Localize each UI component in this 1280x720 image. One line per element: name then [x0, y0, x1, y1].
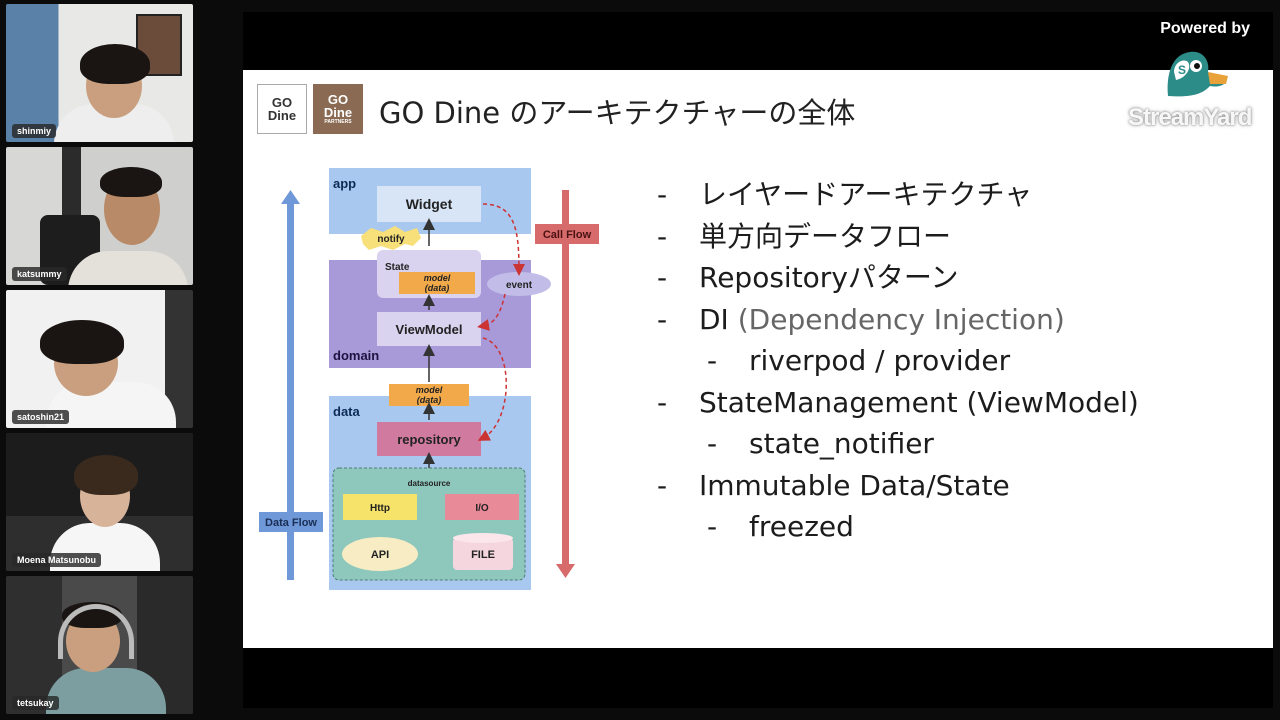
app-layer-label: app [333, 176, 356, 191]
bullet-dash: - [657, 385, 668, 419]
bullet-item: -StateManagement (ViewModel) [657, 382, 1139, 424]
bullet-suffix: (Dependency Injection) [737, 302, 1065, 336]
io-box [445, 494, 519, 520]
file-label: FILE [471, 549, 495, 561]
bullet-text: riverpod / provider [749, 344, 1011, 377]
powered-by-text: Powered by [1160, 20, 1250, 37]
api-cloud [342, 537, 418, 571]
participant-figure [46, 668, 166, 714]
headphones-icon [58, 604, 134, 659]
widget-box [377, 186, 481, 222]
data-flow-label-box [259, 512, 323, 532]
bullet-text: 単方向データフロー [699, 219, 952, 253]
participant-name: satoshin21 [12, 410, 70, 424]
notify-label: notify [377, 234, 405, 245]
api-label: API [371, 549, 389, 561]
bullet-text: DI [699, 302, 729, 336]
domain-layer-label: domain [333, 348, 379, 363]
file-cylinder [453, 538, 513, 570]
state-label: State [385, 262, 410, 273]
model-chip-label: model [424, 273, 451, 283]
http-box [343, 494, 417, 520]
bullet-text: freezed [749, 510, 854, 543]
datasource-label: datasource [408, 479, 451, 488]
bullet-item: -freezed [657, 506, 1139, 548]
bullet-dash: - [707, 510, 718, 543]
model-chip-2-sub: (data) [417, 395, 442, 405]
participant-tile[interactable]: tetsukay [6, 576, 193, 714]
model-chip-2-overlay [389, 384, 469, 406]
bullet-dash: - [657, 468, 668, 502]
call-flow-label: Call Flow [543, 229, 592, 241]
participant-tile[interactable]: katsummy [6, 147, 193, 285]
streamyard-duck-icon: S [1167, 51, 1228, 97]
event-bubble [487, 272, 551, 296]
repository-box [377, 422, 481, 456]
participant-hair [100, 167, 162, 197]
go-dine-partners-logo: GO Dine PARTNERS [313, 84, 363, 134]
bullet-item: -state_notifier [657, 423, 1139, 465]
viewmodel-label: ViewModel [396, 322, 463, 337]
svg-text:S: S [1178, 63, 1186, 77]
bullet-item: -レイヤードアーキテクチャ [657, 174, 1139, 216]
logo-line: PARTNERS [324, 119, 352, 125]
viewmodel-box [377, 312, 481, 346]
logo-line: Dine [267, 108, 297, 123]
bullet-item: -riverpod / provider [657, 340, 1139, 382]
bullet-dash: - [707, 427, 718, 460]
file-cylinder-top [453, 533, 513, 543]
participant-hair [80, 44, 150, 84]
model-chip-sub: (data) [425, 283, 450, 293]
logo-line: Dine [323, 105, 353, 120]
go-dine-logo: GO Dine [257, 84, 307, 134]
call-flow-curve [477, 337, 507, 441]
bullet-text: StateManagement (ViewModel) [699, 385, 1139, 419]
participant-hair [74, 455, 138, 495]
bullet-item: -Immutable Data/State [657, 465, 1139, 507]
participant-tile[interactable]: shinmiy [6, 4, 193, 142]
streamyard-wordmark: StreamYard [1128, 104, 1252, 131]
bullet-text: Repositoryパターン [699, 261, 959, 294]
bullet-dash: - [707, 344, 718, 377]
event-label: event [506, 280, 533, 291]
repository-label: repository [397, 432, 461, 447]
participant-name: tetsukay [12, 696, 59, 710]
bullet-text: レイヤードアーキテクチャ [699, 178, 1033, 211]
notify-burst [361, 226, 421, 250]
participant-figure [68, 251, 188, 285]
call-flow-curve [477, 293, 506, 331]
bullet-item: -単方向データフロー [657, 216, 1139, 258]
bullet-text: state_notifier [749, 427, 934, 460]
presentation-slide: GO Dine GO Dine PARTNERS GO Dine のアーキテクチ… [243, 70, 1273, 648]
io-label: I/O [475, 503, 489, 514]
bullet-dash: - [657, 302, 668, 336]
call-flow-label-box [535, 224, 599, 244]
data-flow-label: Data Flow [265, 517, 317, 529]
call-flow-curve [482, 203, 525, 276]
data-flow-arrow [281, 190, 300, 580]
participant-hair [40, 320, 124, 364]
logo-line: GO [271, 95, 293, 110]
participant-name: shinmiy [12, 124, 57, 138]
bullet-item: -DI (Dependency Injection) [657, 299, 1139, 341]
call-flow-arrow [556, 190, 575, 578]
bullet-list: -レイヤードアーキテクチャ-単方向データフロー-Repositoryパターン-D… [657, 174, 1139, 548]
participant-tile[interactable]: satoshin21 [6, 290, 193, 428]
slide-title: GO Dine のアーキテクチャーの全体 [379, 96, 856, 130]
logo-line: GO [327, 92, 349, 107]
participant-name: katsummy [12, 267, 67, 281]
bullet-text: Immutable Data/State [699, 468, 1010, 502]
architecture-diagram: Data Flow Call Flow app Widget domain St… [259, 168, 599, 590]
model-chip-2-label: model [416, 385, 443, 395]
bullet-dash: - [657, 178, 668, 211]
bullet-item: -Repositoryパターン [657, 257, 1139, 299]
widget-label: Widget [406, 196, 453, 212]
model-chip [399, 272, 475, 294]
participant-tile[interactable]: Moena Matsunobu [6, 433, 193, 571]
bullet-dash: - [657, 219, 668, 253]
bullet-dash: - [657, 261, 668, 294]
data-layer-label: data [333, 404, 361, 419]
http-label: Http [370, 503, 390, 514]
participant-name: Moena Matsunobu [12, 553, 101, 567]
